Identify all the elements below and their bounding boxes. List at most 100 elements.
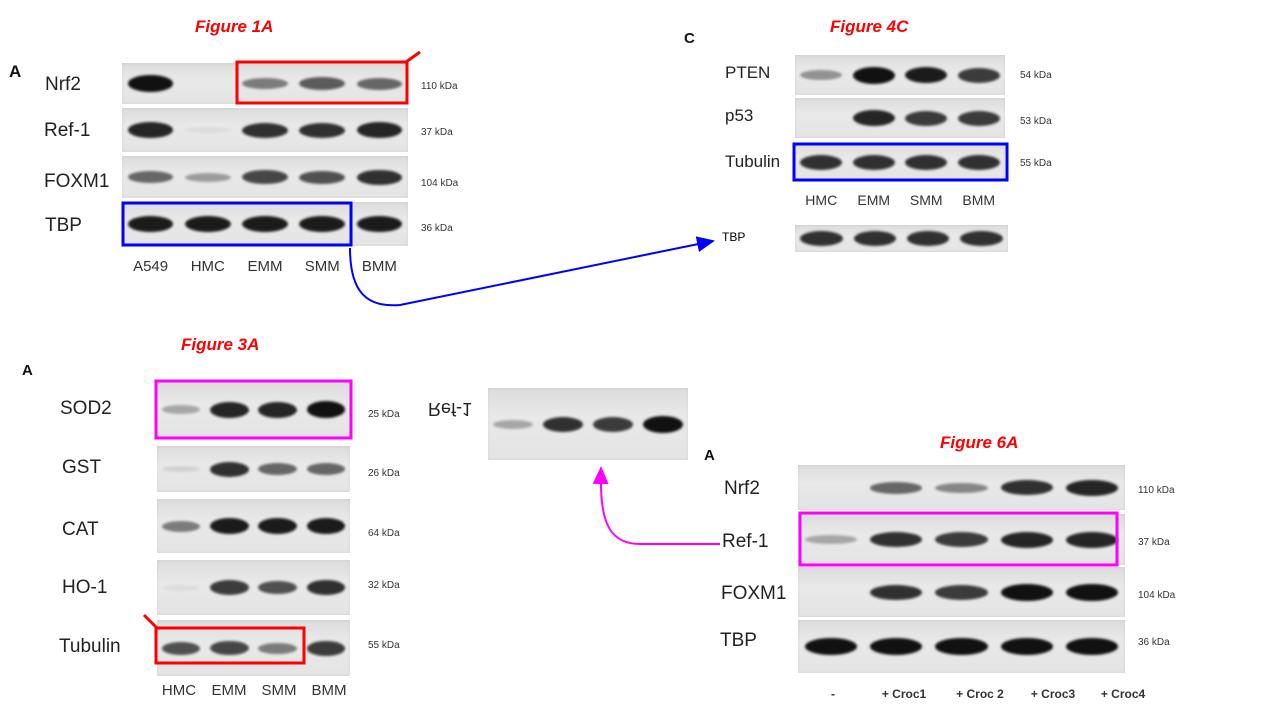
- blot-lane: [254, 446, 302, 492]
- blot-lane: [900, 55, 953, 95]
- blot-strip-ref1: [122, 108, 408, 152]
- protein-band: [493, 419, 533, 429]
- blot-lane: [254, 382, 302, 437]
- kda-label: 36 kDa: [421, 223, 453, 234]
- protein-band: [935, 482, 988, 493]
- blot-lane: [795, 98, 848, 138]
- protein-band: [853, 231, 897, 246]
- blot-lane: [798, 514, 863, 565]
- row-label-ref1: Ref-1: [722, 531, 769, 552]
- kda-label: 55 kDa: [1020, 158, 1052, 169]
- protein-band: [242, 78, 288, 89]
- blot-lane: [848, 55, 901, 95]
- blot-lane: [157, 620, 205, 676]
- blot-lane: [351, 202, 408, 246]
- blot-lane: [538, 388, 588, 460]
- lane-label: + Croc 2: [956, 687, 1004, 701]
- figure-4c-title: Figure 4C: [830, 17, 909, 36]
- blot-lane: [488, 388, 538, 460]
- protein-band: [543, 416, 583, 432]
- blot-lane: [351, 156, 408, 198]
- blot-lane: [205, 446, 253, 492]
- protein-band: [905, 154, 948, 170]
- lane-label: EMM: [211, 682, 247, 699]
- blot-lane: [588, 388, 638, 460]
- lane-label: BMM: [962, 192, 996, 208]
- figure-6a-title: Figure 6A: [940, 433, 1019, 452]
- protein-band: [258, 642, 297, 654]
- protein-band: [852, 110, 895, 126]
- blot-strip-nrf2: [798, 465, 1125, 510]
- panel-letter: C: [684, 30, 695, 47]
- lane-label: + Croc4: [1100, 687, 1146, 701]
- row-label-ref1: Ref-1: [44, 120, 91, 141]
- blot-lane: [795, 143, 848, 181]
- kda-label: 53 kDa: [1020, 116, 1052, 127]
- protein-band: [800, 70, 843, 80]
- blot-lane: [122, 63, 179, 104]
- blot-lane: [994, 514, 1059, 565]
- protein-band: [869, 638, 923, 655]
- blot-lane: [205, 499, 253, 553]
- protein-band: [127, 75, 174, 92]
- lane-label: EMM: [247, 258, 283, 275]
- row-label-nrf2: Nrf2: [45, 74, 81, 95]
- blot-lane: [929, 567, 994, 617]
- protein-band: [127, 216, 174, 232]
- blot-lane: [205, 560, 253, 615]
- protein-band: [593, 416, 633, 432]
- blot-lane: [294, 156, 351, 198]
- blot-strip-ref1-mirrored: [488, 388, 688, 460]
- blot-strip-tbp: [798, 620, 1125, 673]
- protein-band: [210, 518, 249, 534]
- row-label-tbp: TBP: [720, 630, 757, 651]
- protein-band: [242, 170, 288, 184]
- lane-label: + Croc1: [881, 687, 927, 701]
- protein-band: [906, 231, 950, 246]
- blot-lane: [848, 225, 901, 252]
- row-label-gst: GST: [62, 457, 102, 478]
- kda-label: 32 kDa: [368, 580, 400, 591]
- blot-lane: [900, 98, 953, 138]
- lane-labels: - + Croc1 + Croc 2 + Croc3 + Croc4: [800, 687, 1170, 701]
- protein-band: [905, 67, 948, 83]
- protein-band: [1000, 531, 1054, 548]
- blot-lane: [157, 382, 205, 437]
- row-label-pten: PTEN: [725, 63, 771, 82]
- blot-lane: [179, 108, 236, 152]
- kda-label: 26 kDa: [368, 468, 400, 479]
- blot-strip-tubulin: [795, 143, 1005, 181]
- protein-band: [1000, 480, 1054, 495]
- lane-labels: HMC EMM SMM BMM: [795, 192, 1005, 208]
- protein-band: [935, 532, 988, 547]
- protein-band: [905, 110, 948, 126]
- protein-band: [356, 122, 403, 138]
- kda-label: 37 kDa: [1138, 537, 1170, 548]
- protein-band: [1066, 531, 1119, 548]
- row-label-foxm1: FOXM1: [721, 583, 787, 604]
- lane-label: -: [831, 687, 835, 701]
- protein-band: [210, 401, 249, 418]
- protein-band: [258, 518, 297, 534]
- protein-band: [258, 581, 297, 594]
- kda-label: 54 kDa: [1020, 70, 1052, 81]
- protein-band: [935, 638, 988, 655]
- blot-strip-ho1: [157, 560, 350, 615]
- protein-band: [127, 122, 174, 138]
- protein-band: [299, 77, 346, 90]
- blot-strip-tubulin: [157, 620, 350, 676]
- protein-band: [1000, 583, 1054, 601]
- blot-lane: [1060, 620, 1125, 673]
- figure-1a-title: Figure 1A: [195, 17, 274, 36]
- protein-band: [869, 584, 923, 600]
- blot-lane: [795, 225, 848, 252]
- protein-band: [356, 169, 403, 185]
- protein-band: [643, 415, 683, 433]
- blot-lane: [205, 620, 253, 676]
- protein-band: [356, 77, 403, 90]
- blot-lane: [205, 382, 253, 437]
- row-label-cat: CAT: [62, 519, 99, 540]
- lane-label: BMM: [361, 258, 397, 275]
- protein-band: [161, 584, 201, 591]
- blot-lane: [302, 382, 350, 437]
